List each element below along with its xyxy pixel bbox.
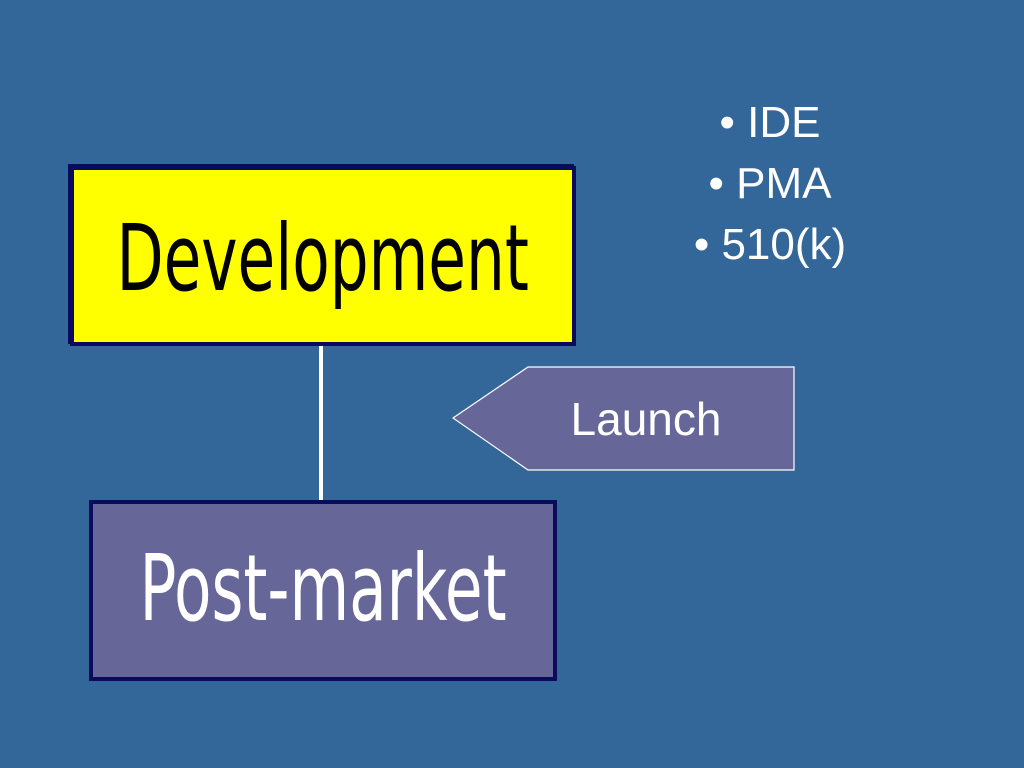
connector-line: [319, 346, 323, 500]
bullet-item-ide: IDE: [640, 92, 900, 153]
launch-arrow: Launch: [452, 366, 795, 471]
bullet-list: IDE PMA 510(k): [640, 92, 900, 275]
post-market-box: Post-market: [89, 500, 557, 681]
post-market-label: Post-market: [139, 534, 507, 642]
bullet-item-510k: 510(k): [640, 214, 900, 275]
launch-label: Launch: [570, 392, 722, 445]
launch-arrow-shape: [452, 366, 795, 471]
bullet-item-pma: PMA: [640, 153, 900, 214]
development-box: Development: [70, 166, 576, 346]
development-label: Development: [116, 205, 530, 312]
